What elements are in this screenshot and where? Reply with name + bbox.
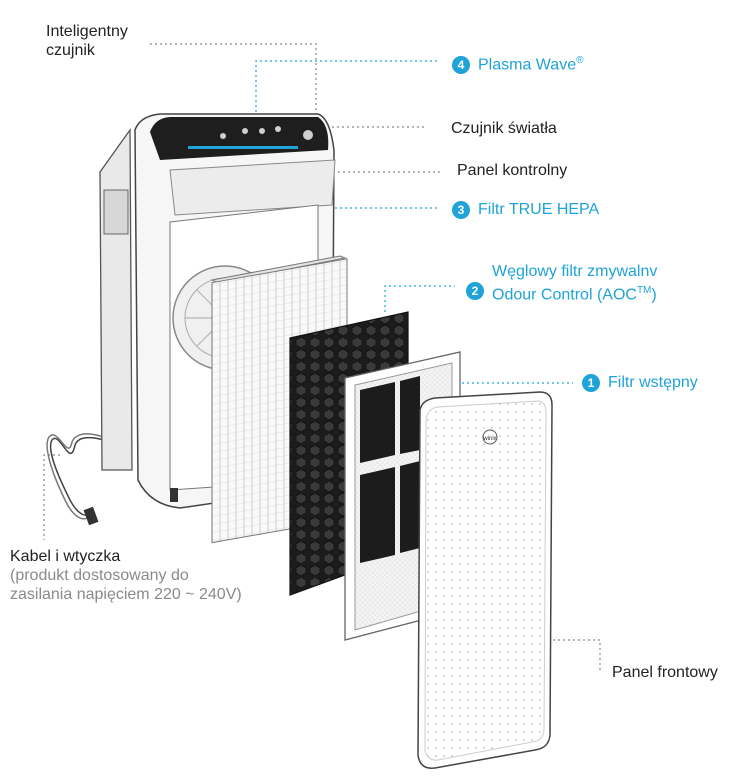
number-badge: 3 bbox=[452, 200, 470, 219]
label-light-sensor: Czujnik światła bbox=[451, 120, 557, 137]
label-smart-sensor: Inteligentny czujnik bbox=[46, 23, 128, 59]
plasma-leader bbox=[255, 60, 440, 112]
power-cable bbox=[46, 433, 131, 526]
front-panel-leader bbox=[548, 639, 601, 671]
label-power-cable: Kabel i wtyczka (produkt dostosowany do … bbox=[10, 548, 242, 603]
label-carbon-filter: 2 Węglowy filtr zmywalnv Odour Control (… bbox=[466, 262, 657, 304]
sensor-leader bbox=[150, 43, 317, 117]
number-badge: 1 bbox=[582, 373, 600, 392]
label-front-panel: Panel frontowy bbox=[612, 664, 718, 681]
cable-leader bbox=[43, 454, 60, 540]
front-panel: winix bbox=[417, 391, 553, 769]
winix-logo: winix bbox=[482, 436, 496, 442]
number-badge: 4 bbox=[452, 56, 470, 75]
number-badge: 2 bbox=[466, 282, 484, 301]
carbon-leader bbox=[384, 285, 455, 312]
label-control-panel: Panel kontrolny bbox=[457, 162, 568, 179]
hepa-leader bbox=[327, 207, 440, 246]
